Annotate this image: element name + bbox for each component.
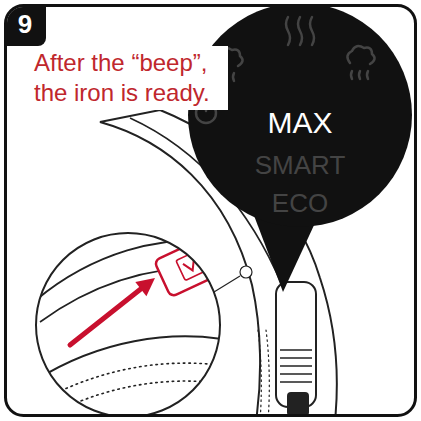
steam-high-icon [351, 71, 368, 79]
handle-mesh [266, 330, 269, 414]
step-number: 9 [18, 10, 32, 40]
pointer-arrowhead [135, 278, 155, 296]
handle-mesh [258, 330, 261, 414]
inset-leader [214, 276, 240, 292]
steam-high-icon [347, 46, 374, 64]
dial-knob [287, 392, 309, 414]
temperature-dial [276, 282, 316, 407]
steam-icon [310, 17, 314, 45]
steam-icon [298, 17, 302, 45]
frame-clip: 9MAX SMART ECO After the “beep”, the iron i… [7, 7, 414, 414]
mode-smart: SMART [255, 151, 346, 181]
steam-icon [286, 17, 290, 45]
pointer-arrow [70, 288, 142, 345]
inset-outline [36, 233, 220, 414]
mode-eco: ECO [272, 189, 328, 219]
step-number-tab: 9 [7, 7, 46, 46]
ready-button [154, 238, 220, 297]
bubble-circle [188, 7, 412, 227]
handle-button [240, 266, 252, 278]
instruction-text: After the “beep”, the iron is ready. [30, 46, 228, 110]
dial-ridges [280, 350, 312, 382]
display-bubble: MAX SMART ECO [188, 7, 412, 227]
inset-detail [36, 238, 232, 412]
mode-max: MAX [267, 106, 332, 141]
frame-content: 9MAX SMART ECO After the “beep”, the iron i… [7, 7, 414, 414]
